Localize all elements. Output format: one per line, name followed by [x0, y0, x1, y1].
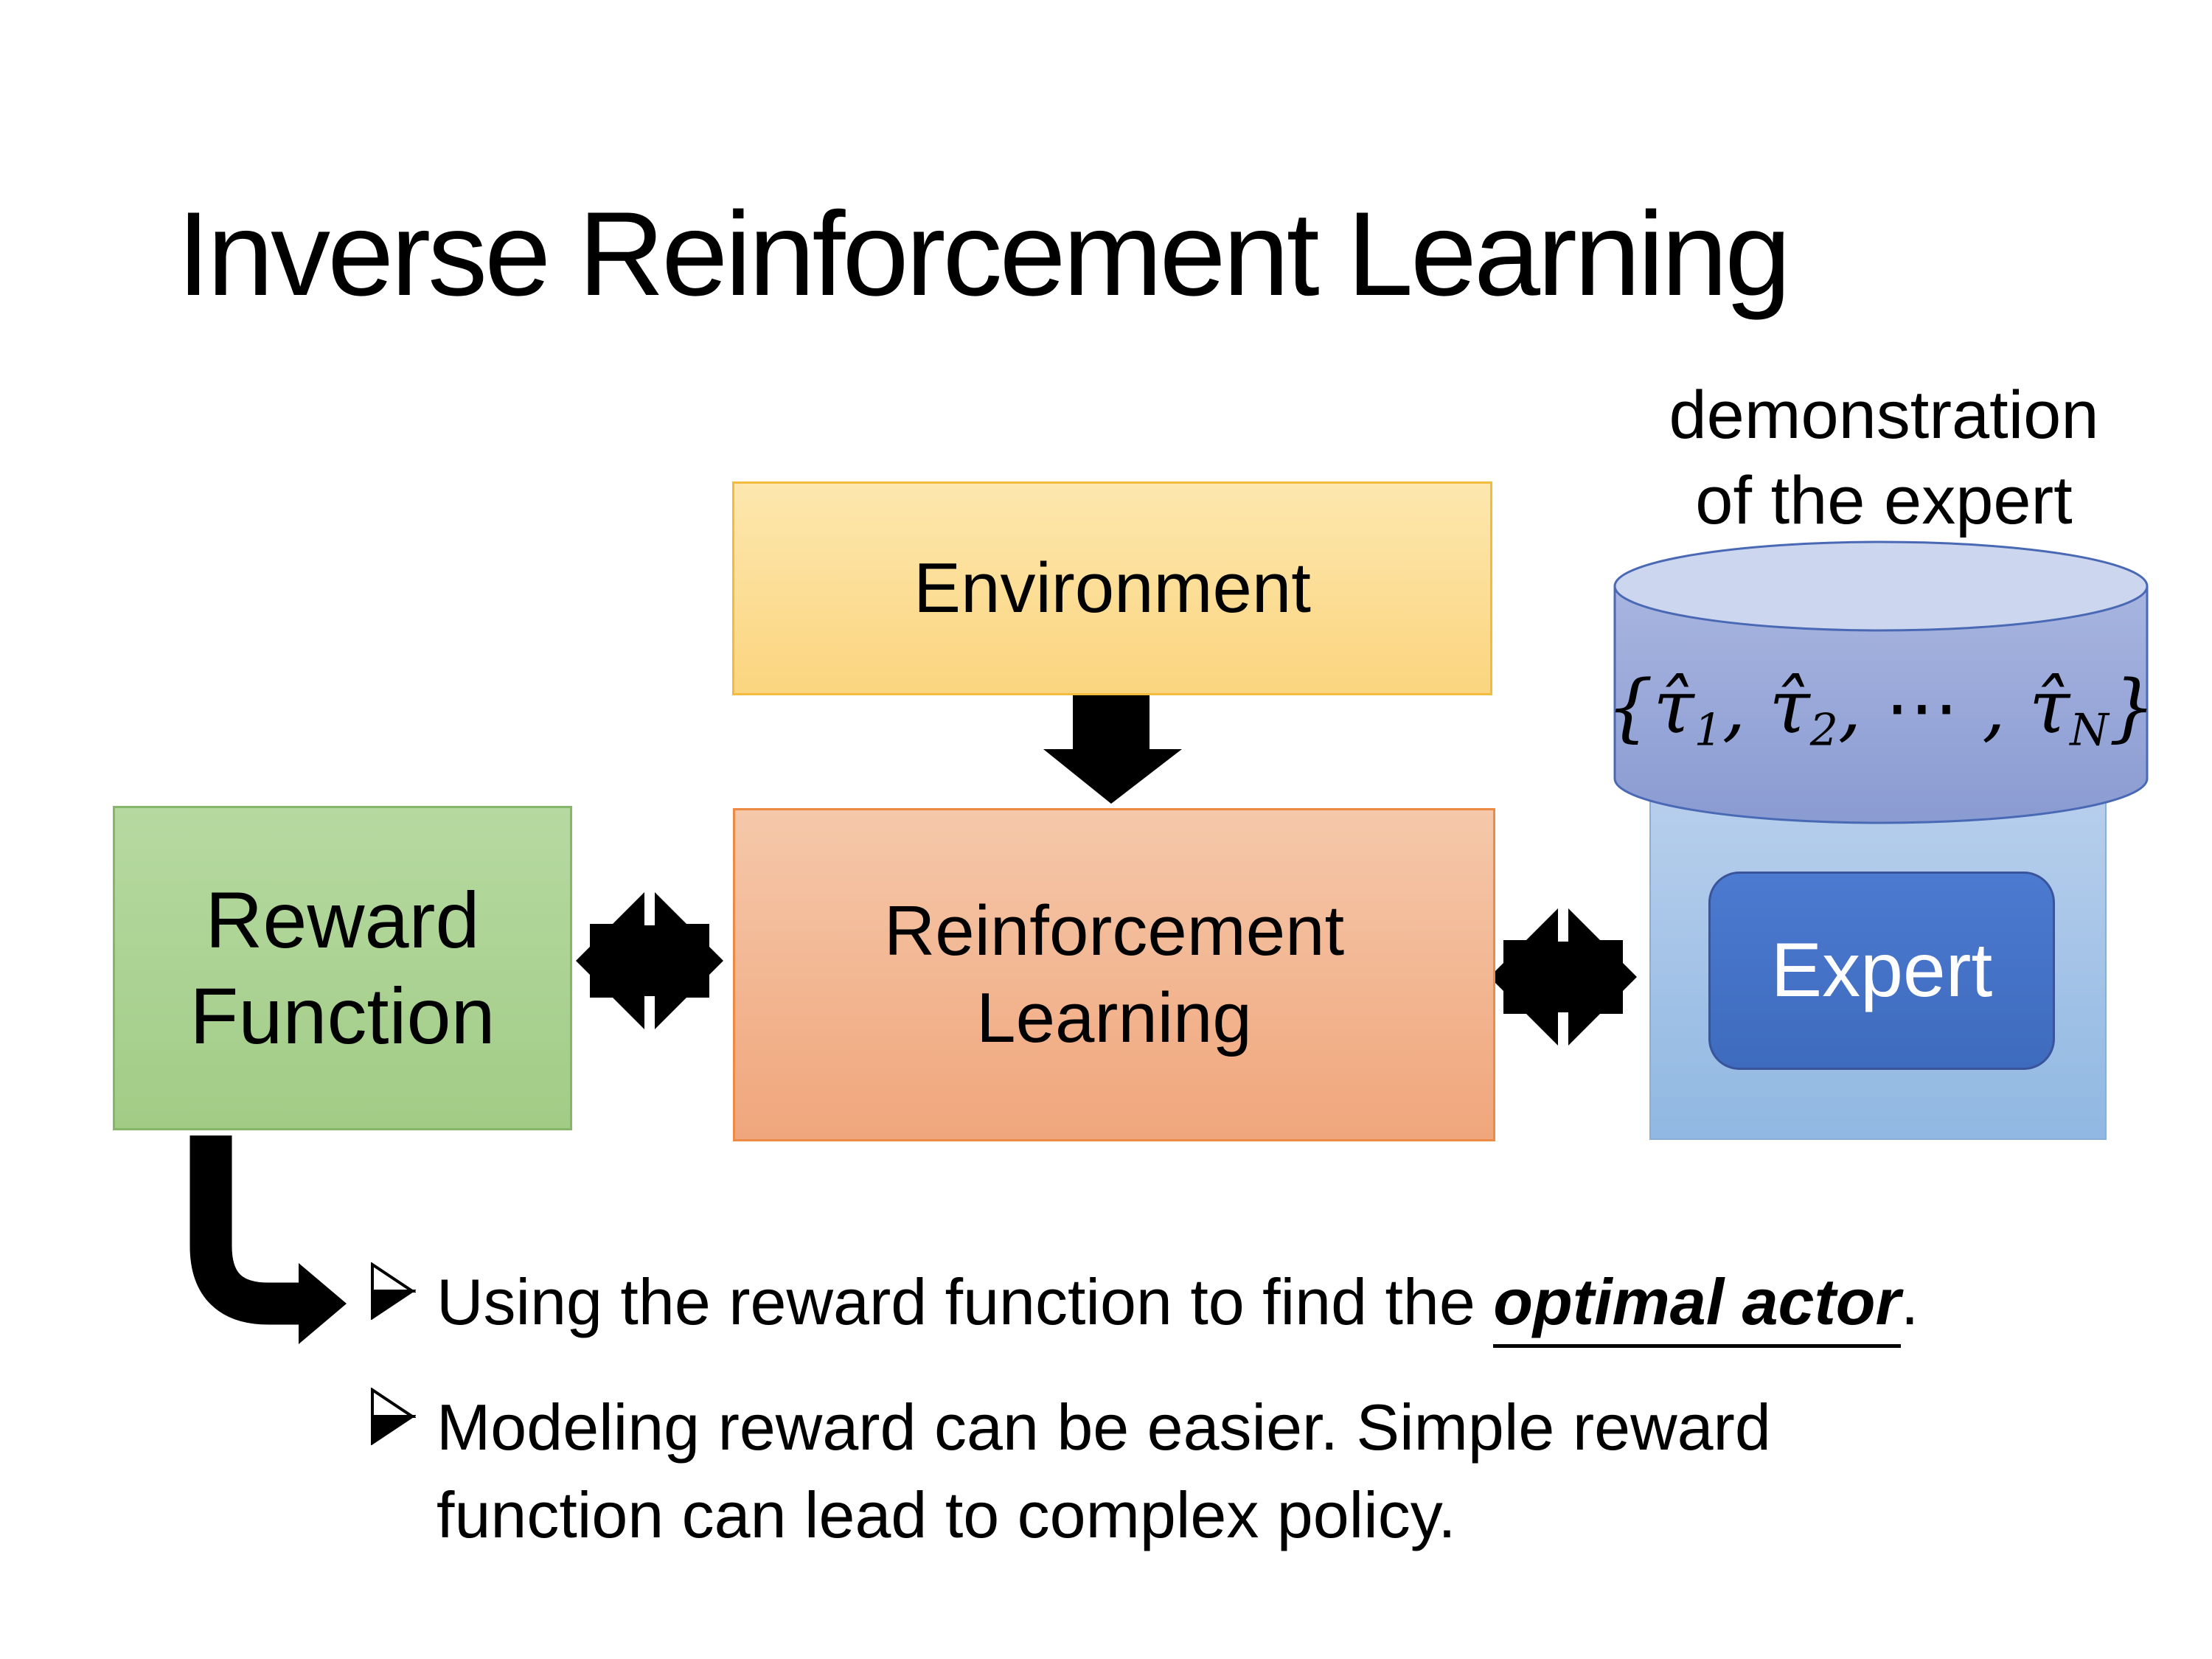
reward-box-label-line1: Reward: [205, 875, 480, 964]
bullet-1-emphasis: optimal actor: [1493, 1265, 1901, 1348]
double-arrow-left-icon: [576, 883, 723, 1039]
page-title: Inverse Reinforcement Learning: [177, 187, 1791, 321]
double-arrow-right-icon: [1489, 899, 1637, 1055]
bullet-item-2: Modeling reward can be easier. Simple re…: [370, 1383, 1919, 1559]
reward-box-label-line2: Function: [189, 971, 495, 1060]
reward-function-box: Reward Function: [113, 806, 572, 1130]
expert-box-label: Expert: [1770, 928, 1993, 1013]
arrowhead-bullet-icon: [371, 1262, 416, 1320]
demonstration-label-line2: of the expert: [1695, 463, 2073, 538]
trajectory-set-formula: {τ̂1, τ̂2, ⋯ , τ̂N}: [1606, 664, 2156, 757]
environment-box-label: Environment: [914, 549, 1311, 627]
arrowhead-bullet-icon: [371, 1388, 416, 1445]
environment-box: Environment: [732, 481, 1492, 695]
down-block-arrow-icon: [1043, 694, 1182, 804]
demonstration-label: demonstration of the expert: [1626, 372, 2142, 543]
rl-box-label-line2: Learning: [976, 978, 1252, 1057]
bullet-1-post: .: [1900, 1265, 1919, 1338]
bullet-text-1: Using the reward function to find the op…: [437, 1258, 1919, 1348]
bullet-item-1: Using the reward function to find the op…: [370, 1258, 1919, 1348]
bullet-1-pre: Using the reward function to find the: [437, 1265, 1494, 1338]
reinforcement-learning-box: Reinforcement Learning: [733, 802, 1497, 1141]
expert-box: Expert: [1708, 872, 2055, 1070]
rl-box-label-line1: Reinforcement: [883, 891, 1345, 970]
bullet-text-2: Modeling reward can be easier. Simple re…: [437, 1391, 1771, 1551]
demonstration-label-line1: demonstration: [1669, 378, 2099, 453]
elbow-arrow-icon: [189, 1135, 347, 1344]
